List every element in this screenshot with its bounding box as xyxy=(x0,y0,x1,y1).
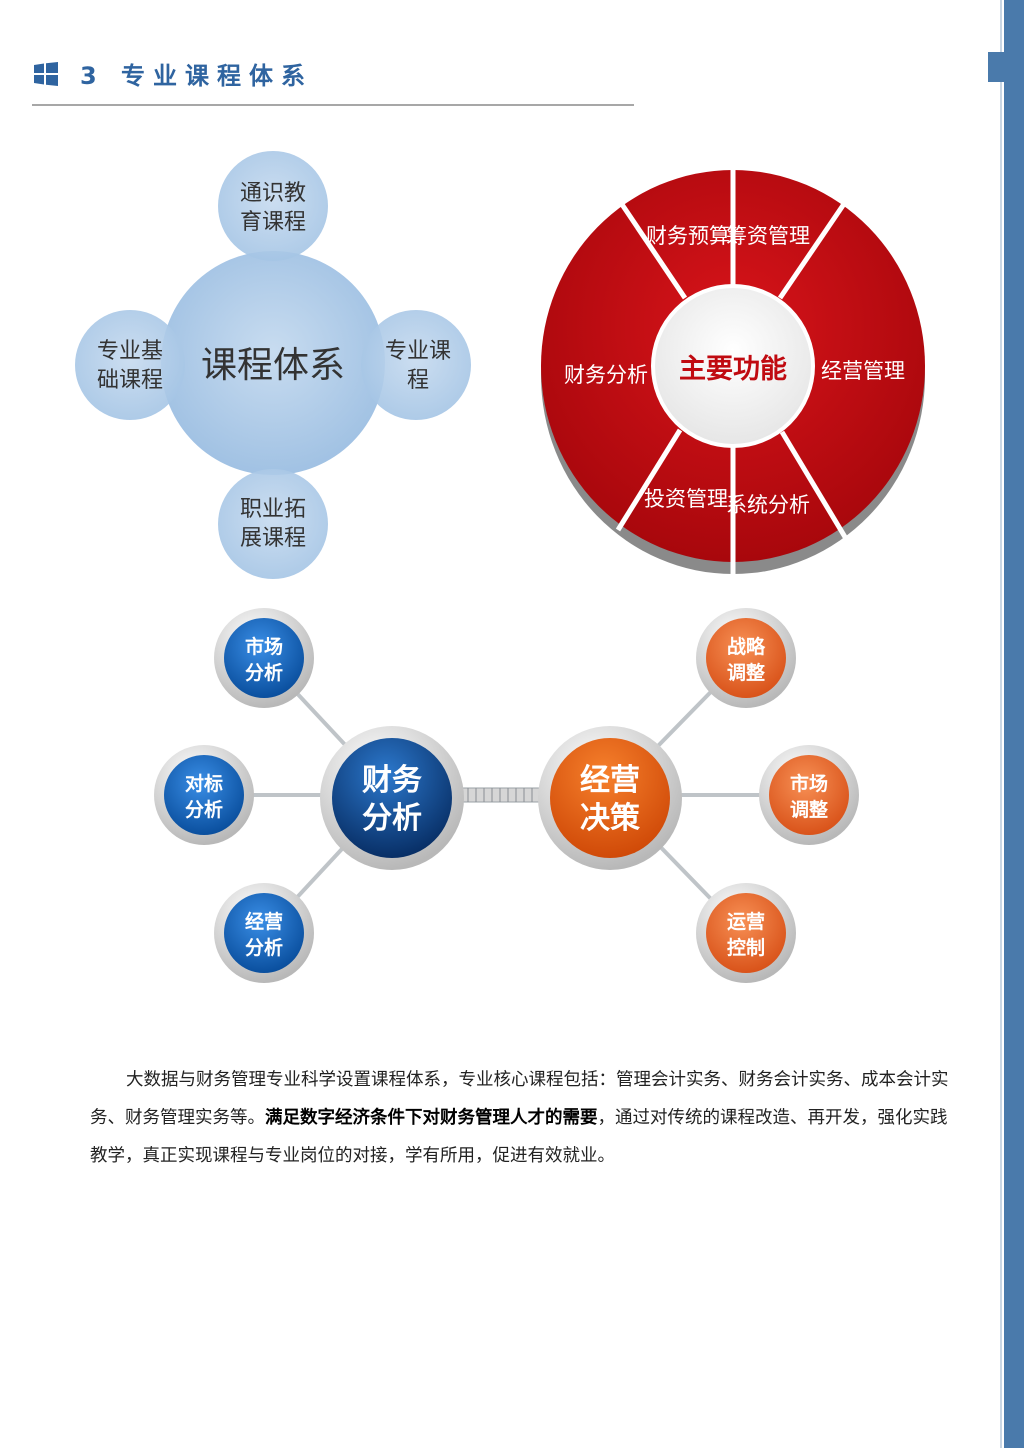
segment-financial-analysis: 财务分析 xyxy=(564,363,648,387)
segment-budget: 财务预算 xyxy=(646,224,730,248)
bottom-label-2: 展课程 xyxy=(240,526,306,551)
node-strategy-adjust-1: 战略 xyxy=(727,635,766,658)
node-market-analysis xyxy=(224,618,304,698)
circle-top xyxy=(218,151,328,261)
center-circle xyxy=(161,251,385,475)
side-divider xyxy=(1000,0,1002,1448)
node-market-analysis-2: 分析 xyxy=(245,661,283,684)
side-tab xyxy=(988,52,1024,82)
node-market-adjust xyxy=(769,755,849,835)
curriculum-diagram: 课程体系 通识教 育课程 专业基 础课程 专业课 程 职业拓 展课程 xyxy=(75,151,471,579)
paragraph-part-1: 大数据与财务管理专业科学设置课程体系，专业核心课程包括：管理会计实务、财务会计实… xyxy=(90,1069,949,1128)
body-paragraph: 大数据与财务管理专业科学设置课程体系，专业核心课程包括：管理会计实务、财务会计实… xyxy=(90,1061,952,1175)
segment-financing: 筹资管理 xyxy=(726,224,810,248)
circle-left xyxy=(75,310,185,420)
paragraph-emphasis: 满足数字经济条件下对财务管理人才的需要 xyxy=(265,1107,598,1128)
wheel-center xyxy=(651,284,815,448)
center-label: 课程体系 xyxy=(201,345,345,386)
node-market-adjust-1: 市场 xyxy=(790,772,828,795)
wheel-center-label: 主要功能 xyxy=(679,353,787,385)
node-market-adjust-2: 调整 xyxy=(790,798,828,821)
windows-icon xyxy=(34,62,58,86)
left-hub-label-2: 分析 xyxy=(362,801,422,836)
node-benchmark-analysis-2: 分析 xyxy=(185,798,223,821)
left-hub-label-1: 财务 xyxy=(362,763,422,798)
functions-wheel: 主要功能 财务预算 筹资管理 经营管理 系统分析 投资管理 财务分析 xyxy=(541,160,925,578)
segment-operations: 经营管理 xyxy=(821,359,905,383)
node-operations-control xyxy=(706,893,786,973)
circle-bottom xyxy=(218,469,328,579)
right-label-1: 专业课 xyxy=(385,339,451,364)
node-benchmark-analysis xyxy=(164,755,244,835)
right-label-2: 程 xyxy=(407,368,429,393)
node-operations-control-1: 运营 xyxy=(727,910,765,933)
node-strategy-adjust xyxy=(706,618,786,698)
right-hub xyxy=(550,738,670,858)
side-bar xyxy=(1004,0,1024,1448)
top-label-1: 通识教 xyxy=(240,181,306,206)
left-label-1: 专业基 xyxy=(97,339,163,364)
node-market-analysis-1: 市场 xyxy=(245,635,283,658)
node-strategy-adjust-2: 调整 xyxy=(727,661,765,684)
circle-right xyxy=(361,310,471,420)
bottom-label-1: 职业拓 xyxy=(240,497,306,522)
node-operating-analysis-1: 经营 xyxy=(245,910,283,933)
node-benchmark-analysis-1: 对标 xyxy=(185,772,223,795)
paragraph-part-2: ，通过对传统的课程改造、再开发，强化实践教学，真正实现课程与专业岗位的对接，学有… xyxy=(90,1107,948,1166)
analysis-decision-diagram: 财务 分析 经营 决策 市场 分析 对标 分析 经营 分析 战略 调整 市场 调… xyxy=(154,608,859,983)
right-hub-label-2: 决策 xyxy=(580,801,640,836)
node-operations-control-2: 控制 xyxy=(727,936,765,959)
header-rule xyxy=(32,104,634,106)
right-hub-label-1: 经营 xyxy=(580,763,640,798)
top-label-2: 育课程 xyxy=(240,210,306,235)
page-title: 3 专业课程体系 xyxy=(80,62,314,90)
left-hub xyxy=(332,738,452,858)
left-label-2: 础课程 xyxy=(97,368,163,393)
segment-system-analysis: 系统分析 xyxy=(726,493,810,517)
node-operating-analysis-2: 分析 xyxy=(245,936,283,959)
segment-investment: 投资管理 xyxy=(644,487,728,511)
node-operating-analysis xyxy=(224,893,304,973)
